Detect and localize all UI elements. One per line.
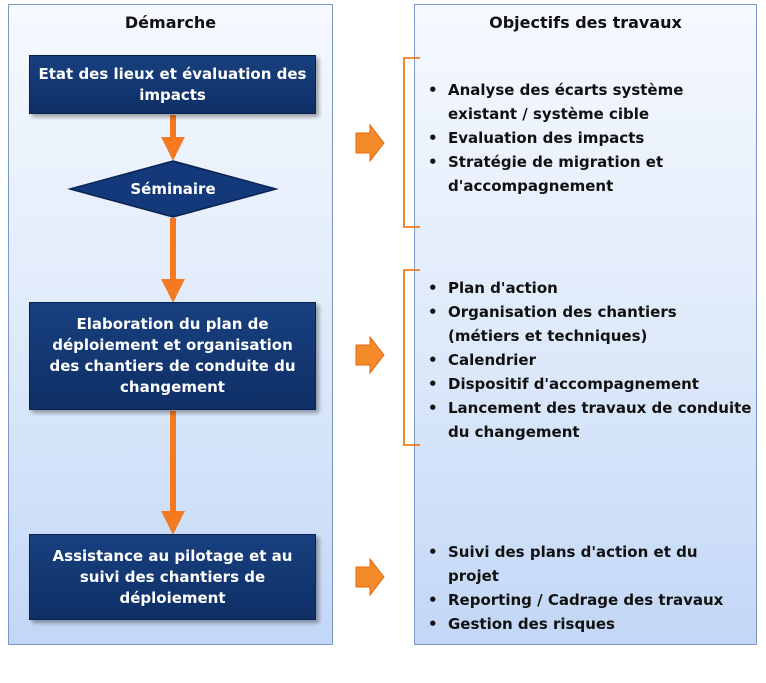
bullet-icon: •	[428, 375, 438, 393]
objectifs-panel: Objectifs des travaux	[414, 4, 757, 645]
bullet-icon: •	[428, 399, 438, 417]
seminaire-diamond	[67, 160, 279, 218]
objectives-list-3: •Suivi des plans d'action et du projet •…	[422, 540, 752, 636]
bullet-icon: •	[428, 615, 438, 633]
bullet-icon: •	[428, 153, 438, 171]
step-etat-des-lieux: Etat des lieux et évaluation des impacts	[29, 55, 316, 114]
bullet-icon: •	[428, 591, 438, 609]
bracket-1	[403, 57, 420, 228]
bullet-icon: •	[428, 129, 438, 147]
bullet-icon: •	[428, 543, 438, 561]
chevron-arrow-icon-3	[355, 557, 385, 597]
objectives-list-2: •Plan d'action •Organisation des chantie…	[422, 276, 752, 444]
demarche-title: Démarche	[124, 13, 217, 32]
list-item: •Reporting / Cadrage des travaux	[422, 588, 752, 612]
chevron-arrow-icon-2	[355, 335, 385, 375]
bullet-icon: •	[428, 279, 438, 297]
list-item: •Organisation des chantiers (métiers et …	[422, 300, 752, 348]
objectifs-title: Objectifs des travaux	[489, 13, 682, 32]
list-item: •Evaluation des impacts	[422, 126, 752, 150]
chevron-arrow-icon-1	[355, 123, 385, 163]
bullet-icon: •	[428, 81, 438, 99]
list-item: •Gestion des risques	[422, 612, 752, 636]
bracket-2	[403, 269, 420, 446]
step-seminaire: Séminaire	[130, 180, 216, 198]
objectives-list-1: •Analyse des écarts système existant / s…	[422, 78, 752, 198]
list-item: •Lancement des travaux de conduite du ch…	[422, 396, 752, 444]
bullet-icon: •	[428, 351, 438, 369]
list-item: •Suivi des plans d'action et du projet	[422, 540, 752, 588]
bullet-icon: •	[428, 303, 438, 321]
step-elaboration-plan: Elaboration du plan de déploiement et or…	[29, 302, 316, 410]
list-item: •Analyse des écarts système existant / s…	[422, 78, 752, 126]
list-item: •Plan d'action	[422, 276, 752, 300]
list-item: •Stratégie de migration et d'accompagnem…	[422, 150, 752, 198]
step-assistance-pilotage: Assistance au pilotage et au suivi des c…	[29, 534, 316, 620]
list-item: •Calendrier	[422, 348, 752, 372]
list-item: •Dispositif d'accompagnement	[422, 372, 752, 396]
